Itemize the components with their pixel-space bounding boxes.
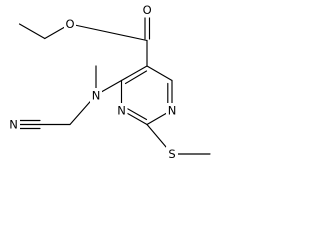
atom-ring-n3: N xyxy=(115,103,128,118)
structure-drawing: O O N N N N S xyxy=(7,2,211,162)
bond-o-carbonyl-c xyxy=(69,23,148,42)
atom-label-o-double: O xyxy=(143,3,152,17)
bond-ring-c5-c6 xyxy=(146,65,173,82)
atom-ester-o-double: O xyxy=(141,2,154,18)
atom-label-nitrile-n: N xyxy=(9,118,18,132)
atom-nitrile-n: N xyxy=(7,117,20,132)
atom-label-sulfur: S xyxy=(168,147,175,161)
atom-sulfur: S xyxy=(166,146,178,162)
atom-label-ring-n1: N xyxy=(168,104,177,118)
atom-label-ring-n3: N xyxy=(117,104,126,118)
atom-ester-o-single: O xyxy=(64,16,76,32)
atom-amine-n: N xyxy=(90,88,102,103)
atom-label-amine-n: N xyxy=(92,89,101,103)
bond-ring-c4-c5-inner xyxy=(124,70,148,85)
bond-ring-c4-c5 xyxy=(120,65,148,82)
bond-ring-c2-n3-inner xyxy=(124,106,148,121)
bond-ethyl-ch3-ch2 xyxy=(18,23,46,40)
atom-ring-n1: N xyxy=(166,103,178,118)
atom-label-o-single: O xyxy=(65,17,74,31)
